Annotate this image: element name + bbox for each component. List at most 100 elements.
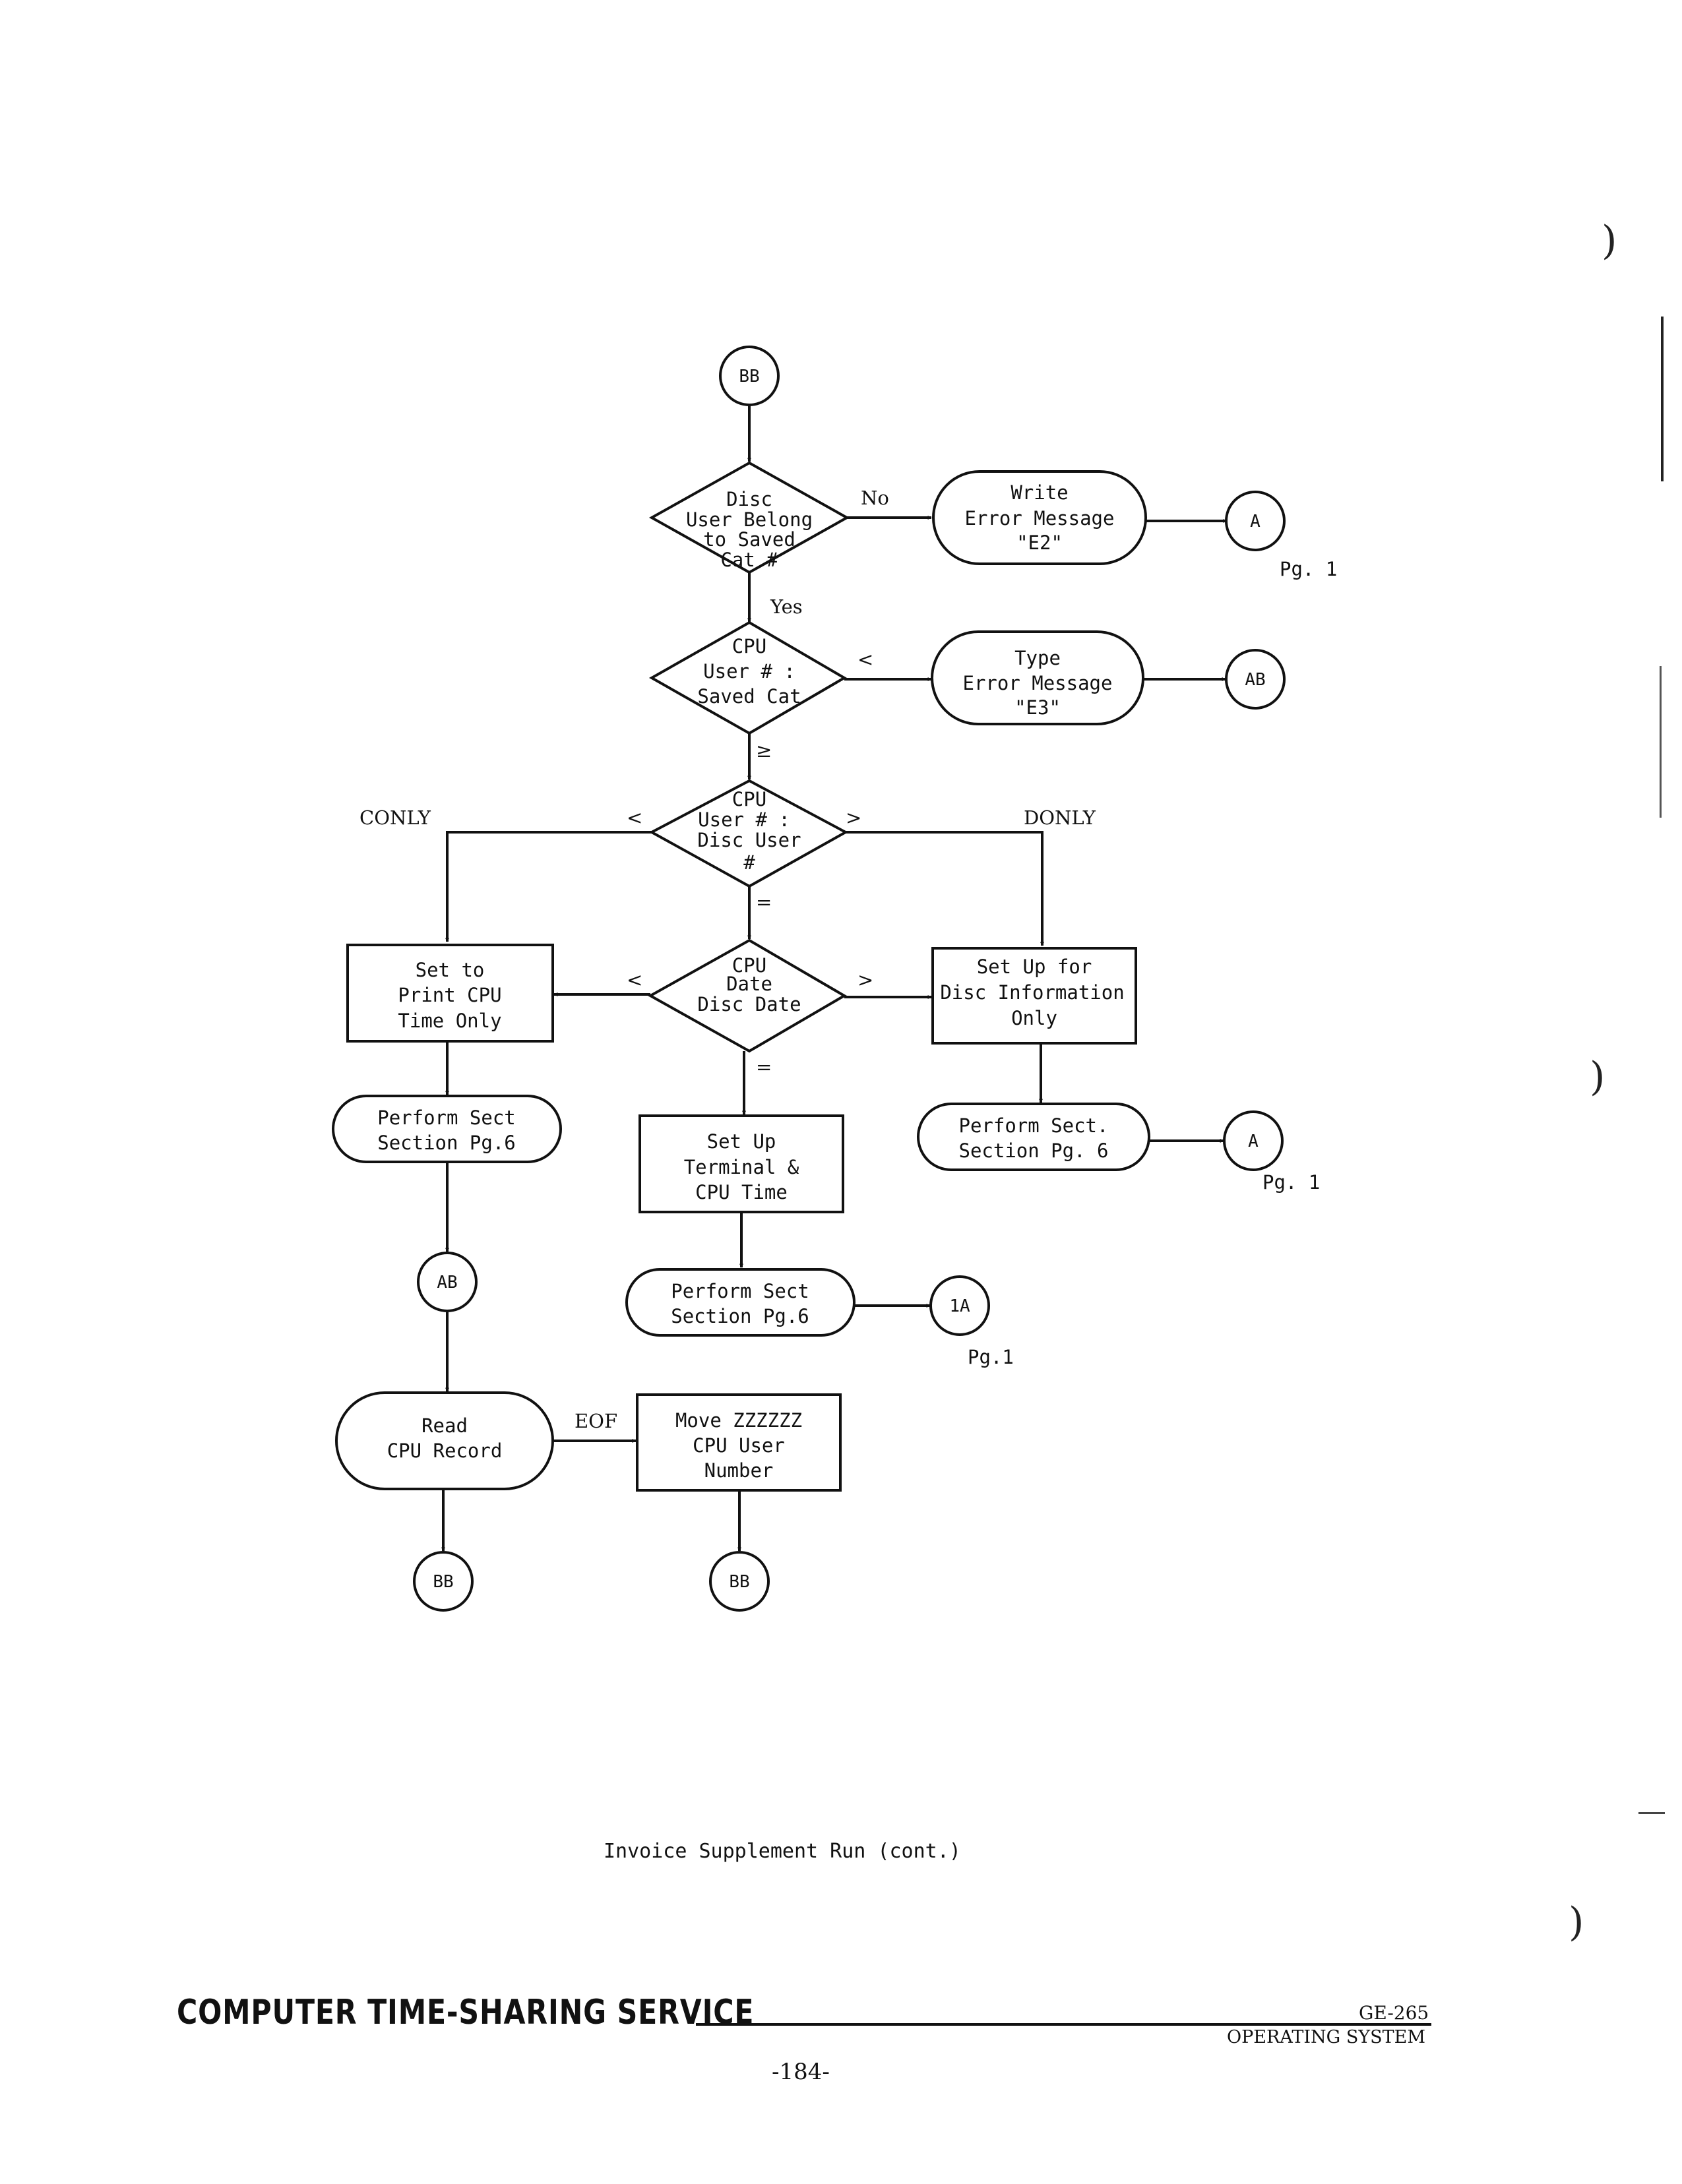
connector-a-no: A <box>1225 491 1286 551</box>
svg-text:Write: Write <box>1011 481 1068 504</box>
edge-label-conly: CONLY <box>359 806 431 829</box>
process-move-zzzzzz: Move ZZZZZZ CPU User Number <box>636 1393 842 1492</box>
footer-operating-system: OPERATING SYSTEM <box>1227 2027 1425 2048</box>
connector-ab-left: AB <box>417 1252 478 1312</box>
edge-label-gt-disc: > <box>846 806 861 829</box>
svg-text:Section Pg. 6: Section Pg. 6 <box>959 1139 1109 1162</box>
page-ref-a-no: Pg. 1 <box>1280 558 1337 580</box>
svg-text:Set Up for: Set Up for <box>977 956 1092 978</box>
svg-text:Disc Date: Disc Date <box>697 993 801 1016</box>
connector-ab-lt: AB <box>1225 649 1286 710</box>
process-set-up-disc-info: Set Up for Disc Information Only <box>931 947 1137 1045</box>
decision-cpu-user-saved-cat: CPU User # : Saved Cat <box>648 621 847 735</box>
svg-text:to Saved: to Saved <box>703 528 795 551</box>
svg-text:#: # <box>743 851 755 874</box>
svg-text:User # :: User # : <box>698 808 790 831</box>
svg-text:Terminal &: Terminal & <box>684 1156 799 1178</box>
svg-text:Section Pg.6: Section Pg.6 <box>671 1305 809 1327</box>
terminal-read-cpu-record: Read CPU Record <box>335 1391 554 1490</box>
footer-model: GE-265 <box>1359 2002 1429 2024</box>
svg-text:Perform Sect.: Perform Sect. <box>959 1114 1109 1137</box>
terminal-perform-sect-center: Perform Sect Section Pg.6 <box>625 1268 856 1337</box>
connector-bb-move: BB <box>709 1551 770 1612</box>
decision-cpu-user-disc-user: CPU User # : Disc User # <box>648 779 849 888</box>
edge-label-lt-date: < <box>627 969 642 991</box>
svg-text:Time Only: Time Only <box>398 1010 501 1032</box>
terminal-type-error-e3: Type Error Message "E3" <box>931 630 1144 725</box>
edge-label-lt-disc: < <box>627 806 642 829</box>
edge-label-donly: DONLY <box>1024 806 1096 829</box>
svg-text:A: A <box>1248 1132 1259 1151</box>
svg-text:CPU: CPU <box>732 788 766 810</box>
edge-label-gt-date: > <box>857 969 873 991</box>
svg-text:Read: Read <box>421 1414 468 1437</box>
svg-text:User Belong: User Belong <box>686 508 813 531</box>
scan-mark-paren-mid: ) <box>1590 1054 1605 1100</box>
svg-text:"E3": "E3" <box>1014 696 1061 719</box>
decision-cpu-date-disc-date: CPU Date Disc Date <box>647 938 847 1053</box>
svg-text:Move ZZZZZZ: Move ZZZZZZ <box>675 1409 802 1432</box>
svg-text:Type: Type <box>1014 647 1061 669</box>
scan-mark-paren-top: ) <box>1602 218 1617 264</box>
edge-label-no: No <box>861 487 889 509</box>
svg-text:Disc User: Disc User <box>697 829 801 851</box>
svg-text:Perform Sect: Perform Sect <box>377 1107 516 1129</box>
arrow-donly <box>846 831 1044 946</box>
svg-text:Error Message: Error Message <box>965 507 1115 530</box>
svg-text:Number: Number <box>704 1459 774 1482</box>
connector-bb-top: BB <box>719 346 780 406</box>
svg-text:User # :: User # : <box>703 660 795 682</box>
process-set-up-terminal-cpu: Set Up Terminal & CPU Time <box>639 1114 844 1213</box>
process-set-print-cpu-time: Set to Print CPU Time Only <box>346 944 554 1043</box>
scan-mark-bar-top <box>1661 317 1664 481</box>
edge-label-lt-saved: < <box>857 648 873 671</box>
svg-text:Perform Sect: Perform Sect <box>671 1280 809 1302</box>
svg-text:Error Message: Error Message <box>963 672 1113 694</box>
page-ref-a-gt: Pg. 1 <box>1262 1171 1320 1194</box>
svg-text:Disc Information: Disc Information <box>940 981 1124 1004</box>
figure-caption: Invoice Supplement Run (cont.) <box>604 1840 961 1863</box>
svg-text:Disc: Disc <box>726 488 772 510</box>
footer-brand: COMPUTER TIME-SHARING SERVICE <box>177 1993 755 2032</box>
page-ref-1a: Pg.1 <box>968 1346 1014 1368</box>
svg-text:CPU User: CPU User <box>693 1434 785 1457</box>
svg-text:AB: AB <box>1245 670 1265 690</box>
edge-label-eof: EOF <box>575 1410 617 1432</box>
edge-label-eq-date: = <box>756 1056 772 1078</box>
scan-mark-bar-mid <box>1660 666 1662 818</box>
svg-text:Set to: Set to <box>416 959 485 981</box>
svg-text:Date: Date <box>726 973 772 995</box>
edge-label-eq-disc: = <box>756 891 772 913</box>
scan-mark-dash <box>1638 1812 1665 1814</box>
decision-disc-user-belong: Disc User Belong to Saved Cat # <box>648 461 850 574</box>
edge-label-ge-saved: ≥ <box>756 739 772 762</box>
edge-labels: No Yes < ≥ < > = < > = CONLY DONLY EOF <box>359 487 1096 1432</box>
svg-text:AB: AB <box>437 1273 457 1292</box>
svg-text:BB: BB <box>739 367 759 386</box>
svg-text:A: A <box>1250 512 1261 531</box>
arrow-conly <box>445 831 652 942</box>
terminal-write-error-e2: Write Error Message "E2" <box>932 470 1147 565</box>
edge-label-yes: Yes <box>770 595 803 618</box>
svg-text:Section Pg.6: Section Pg.6 <box>377 1132 516 1154</box>
connector-1a: 1A <box>929 1275 990 1336</box>
footer-rule <box>696 2023 1431 2026</box>
page-number: -184- <box>772 2059 830 2085</box>
svg-text:Only: Only <box>1011 1007 1057 1029</box>
flow-lines <box>441 404 1228 1552</box>
svg-text:Saved Cat: Saved Cat <box>697 685 801 708</box>
svg-text:CPU: CPU <box>732 954 766 977</box>
svg-text:Set Up: Set Up <box>707 1130 776 1153</box>
svg-text:CPU: CPU <box>732 635 766 657</box>
svg-text:BB: BB <box>729 1572 749 1592</box>
svg-text:Cat #: Cat # <box>720 549 778 571</box>
connector-bb-read: BB <box>413 1551 474 1612</box>
svg-text:"E2": "E2" <box>1016 531 1063 554</box>
terminal-perform-sect-right: Perform Sect. Section Pg. 6 <box>917 1103 1150 1171</box>
scan-mark-paren-bottom: ) <box>1569 1899 1584 1945</box>
svg-text:Print CPU: Print CPU <box>398 984 501 1006</box>
svg-text:CPU Time: CPU Time <box>695 1181 788 1203</box>
svg-text:BB: BB <box>433 1572 453 1592</box>
connector-a-gt: A <box>1223 1110 1284 1171</box>
